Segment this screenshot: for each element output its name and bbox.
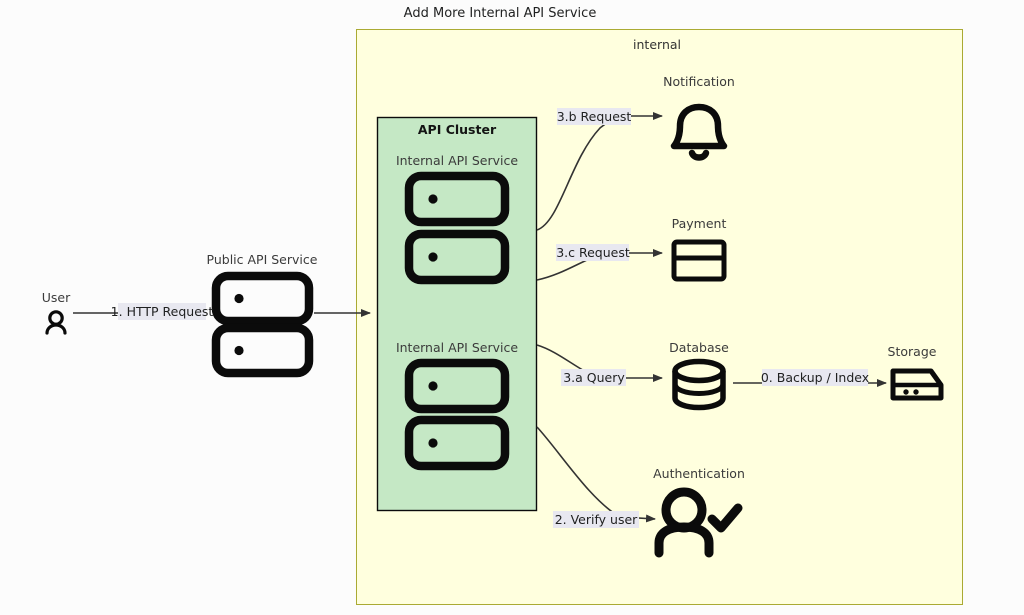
svg-text:3.c Request: 3.c Request: [556, 245, 630, 260]
node-storage-label: Storage: [888, 344, 937, 359]
node-user-label: User: [42, 290, 71, 305]
server-icon: [404, 358, 510, 471]
node-internal-api-service-1: Internal API Service: [396, 153, 518, 285]
server-icon: [211, 271, 314, 378]
node-public-api-label: Public API Service: [207, 252, 318, 267]
node-internal-api-2-label: Internal API Service: [396, 340, 518, 355]
node-notification: Notification: [663, 74, 735, 161]
node-database-label: Database: [669, 340, 729, 355]
svg-text:1. HTTP Request: 1. HTTP Request: [111, 304, 214, 319]
node-payment-label: Payment: [672, 216, 727, 231]
edge-label-payment-request: 3.c Request: [556, 244, 630, 261]
credit-card-icon: [671, 239, 727, 282]
node-database: Database: [669, 340, 729, 411]
node-user: User: [42, 290, 71, 335]
api-cluster-title: API Cluster: [418, 122, 497, 137]
svg-text:0. Backup / Index: 0. Backup / Index: [761, 370, 869, 385]
node-authentication: Authentication: [653, 466, 745, 558]
person-icon: [45, 310, 67, 335]
edge-label-http-request: 1. HTTP Request: [111, 303, 214, 320]
svg-text:2. Verify user: 2. Verify user: [555, 512, 638, 527]
svg-text:3.a Query: 3.a Query: [563, 370, 625, 385]
edge-label-verify-user: 2. Verify user: [553, 511, 639, 528]
edge-label-database-query: 3.a Query: [561, 369, 626, 386]
internal-boundary-label: internal: [633, 37, 681, 52]
edge-label-backup-index: 0. Backup / Index: [761, 369, 869, 386]
node-internal-api-1-label: Internal API Service: [396, 153, 518, 168]
node-storage: Storage: [888, 344, 944, 401]
user-check-icon: [654, 487, 743, 558]
page-title: Add More Internal API Service: [404, 6, 597, 21]
database-icon: [672, 358, 726, 411]
node-payment: Payment: [671, 216, 727, 282]
server-icon: [404, 171, 510, 285]
node-authentication-label: Authentication: [653, 466, 745, 481]
bell-icon: [670, 103, 728, 161]
node-notification-label: Notification: [663, 74, 735, 89]
api-cluster-box: [376, 116, 538, 512]
node-public-api-service: Public API Service: [207, 252, 318, 378]
hard-drive-icon: [890, 368, 944, 401]
svg-text:3.b Request: 3.b Request: [557, 109, 632, 124]
node-internal-api-service-2: Internal API Service: [396, 340, 518, 471]
edge-label-notification-request: 3.b Request: [557, 108, 632, 125]
